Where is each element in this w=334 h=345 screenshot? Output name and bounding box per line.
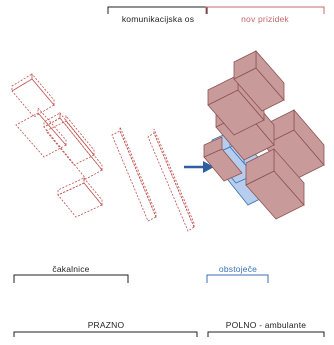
waiting-room-block: [45, 114, 95, 166]
ambulance-extension: [203, 49, 325, 220]
bracket-obstojece: [206, 274, 269, 283]
waiting-room-block: [11, 72, 55, 118]
label-cakalnice: čakalnice: [52, 264, 90, 274]
bracket-nov-prizidek: [205, 6, 325, 14]
bracket-polno: [207, 331, 325, 337]
label-polno-ambulante: POLNO - ambulante: [225, 320, 307, 330]
waiting-room-block: [57, 176, 103, 218]
label-nov-prizidek: nov prizidek: [241, 14, 289, 24]
bracket-prazno: [13, 331, 198, 337]
label-obstojece: obstoječe: [218, 264, 258, 274]
bracket-cakalnice: [13, 274, 129, 283]
waiting-room-block: [43, 111, 103, 180]
arrow: [184, 161, 214, 173]
communication-axis: [111, 126, 195, 232]
label-prazno: PRAZNO: [87, 320, 125, 330]
waiting-room-block: [15, 106, 67, 158]
label-komunikacijska-os: komunikacijska os: [121, 14, 195, 24]
bracket-komunikacijska-os: [107, 6, 208, 14]
waiting-rooms: [11, 72, 103, 218]
